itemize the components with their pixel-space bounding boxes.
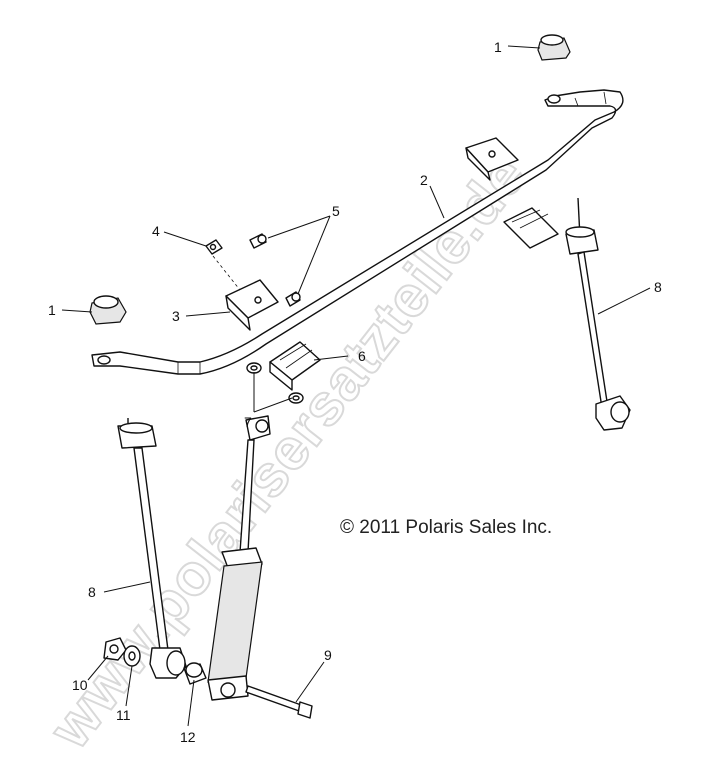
washer-7-left xyxy=(246,362,262,374)
callout-8-right: 8 xyxy=(654,279,662,295)
bracket-6 xyxy=(269,341,321,391)
screw-5-upper xyxy=(249,233,267,249)
callout-7: 7 xyxy=(244,414,252,430)
bracket-upper-right xyxy=(465,137,519,181)
spacer-12 xyxy=(183,662,207,685)
shock-absorber xyxy=(207,415,271,701)
watermark: www.polarisersatzteile.de xyxy=(36,143,539,761)
bolt-9 xyxy=(245,685,313,719)
callout-6: 6 xyxy=(358,348,366,364)
callout-8-left: 8 xyxy=(88,584,96,600)
callout-9: 9 xyxy=(324,647,332,663)
washer-11 xyxy=(123,645,141,667)
bracket-lower-right xyxy=(503,207,559,249)
link-rod-left xyxy=(117,418,187,679)
callout-1-left: 1 xyxy=(48,302,56,318)
leader-lines xyxy=(61,45,651,727)
screw-5-lower xyxy=(285,291,301,307)
link-rod-right xyxy=(565,197,631,431)
callout-11: 11 xyxy=(116,707,131,723)
callout-5: 5 xyxy=(332,203,340,219)
washer-7-right xyxy=(288,392,304,404)
callout-2: 2 xyxy=(420,172,428,188)
callout-4: 4 xyxy=(152,223,160,239)
bushing-top xyxy=(537,34,571,61)
callout-12: 12 xyxy=(180,729,196,745)
copyright-text: © 2011 Polaris Sales Inc. xyxy=(340,517,552,538)
callout-3: 3 xyxy=(172,308,180,324)
callout-1-top: 1 xyxy=(494,39,502,55)
nut-10 xyxy=(103,637,127,661)
bushing-left xyxy=(89,295,127,325)
clip-nut-4 xyxy=(205,239,223,255)
callout-10: 10 xyxy=(72,677,88,693)
bracket-3 xyxy=(225,279,279,331)
stabilizer-bar xyxy=(91,89,624,375)
